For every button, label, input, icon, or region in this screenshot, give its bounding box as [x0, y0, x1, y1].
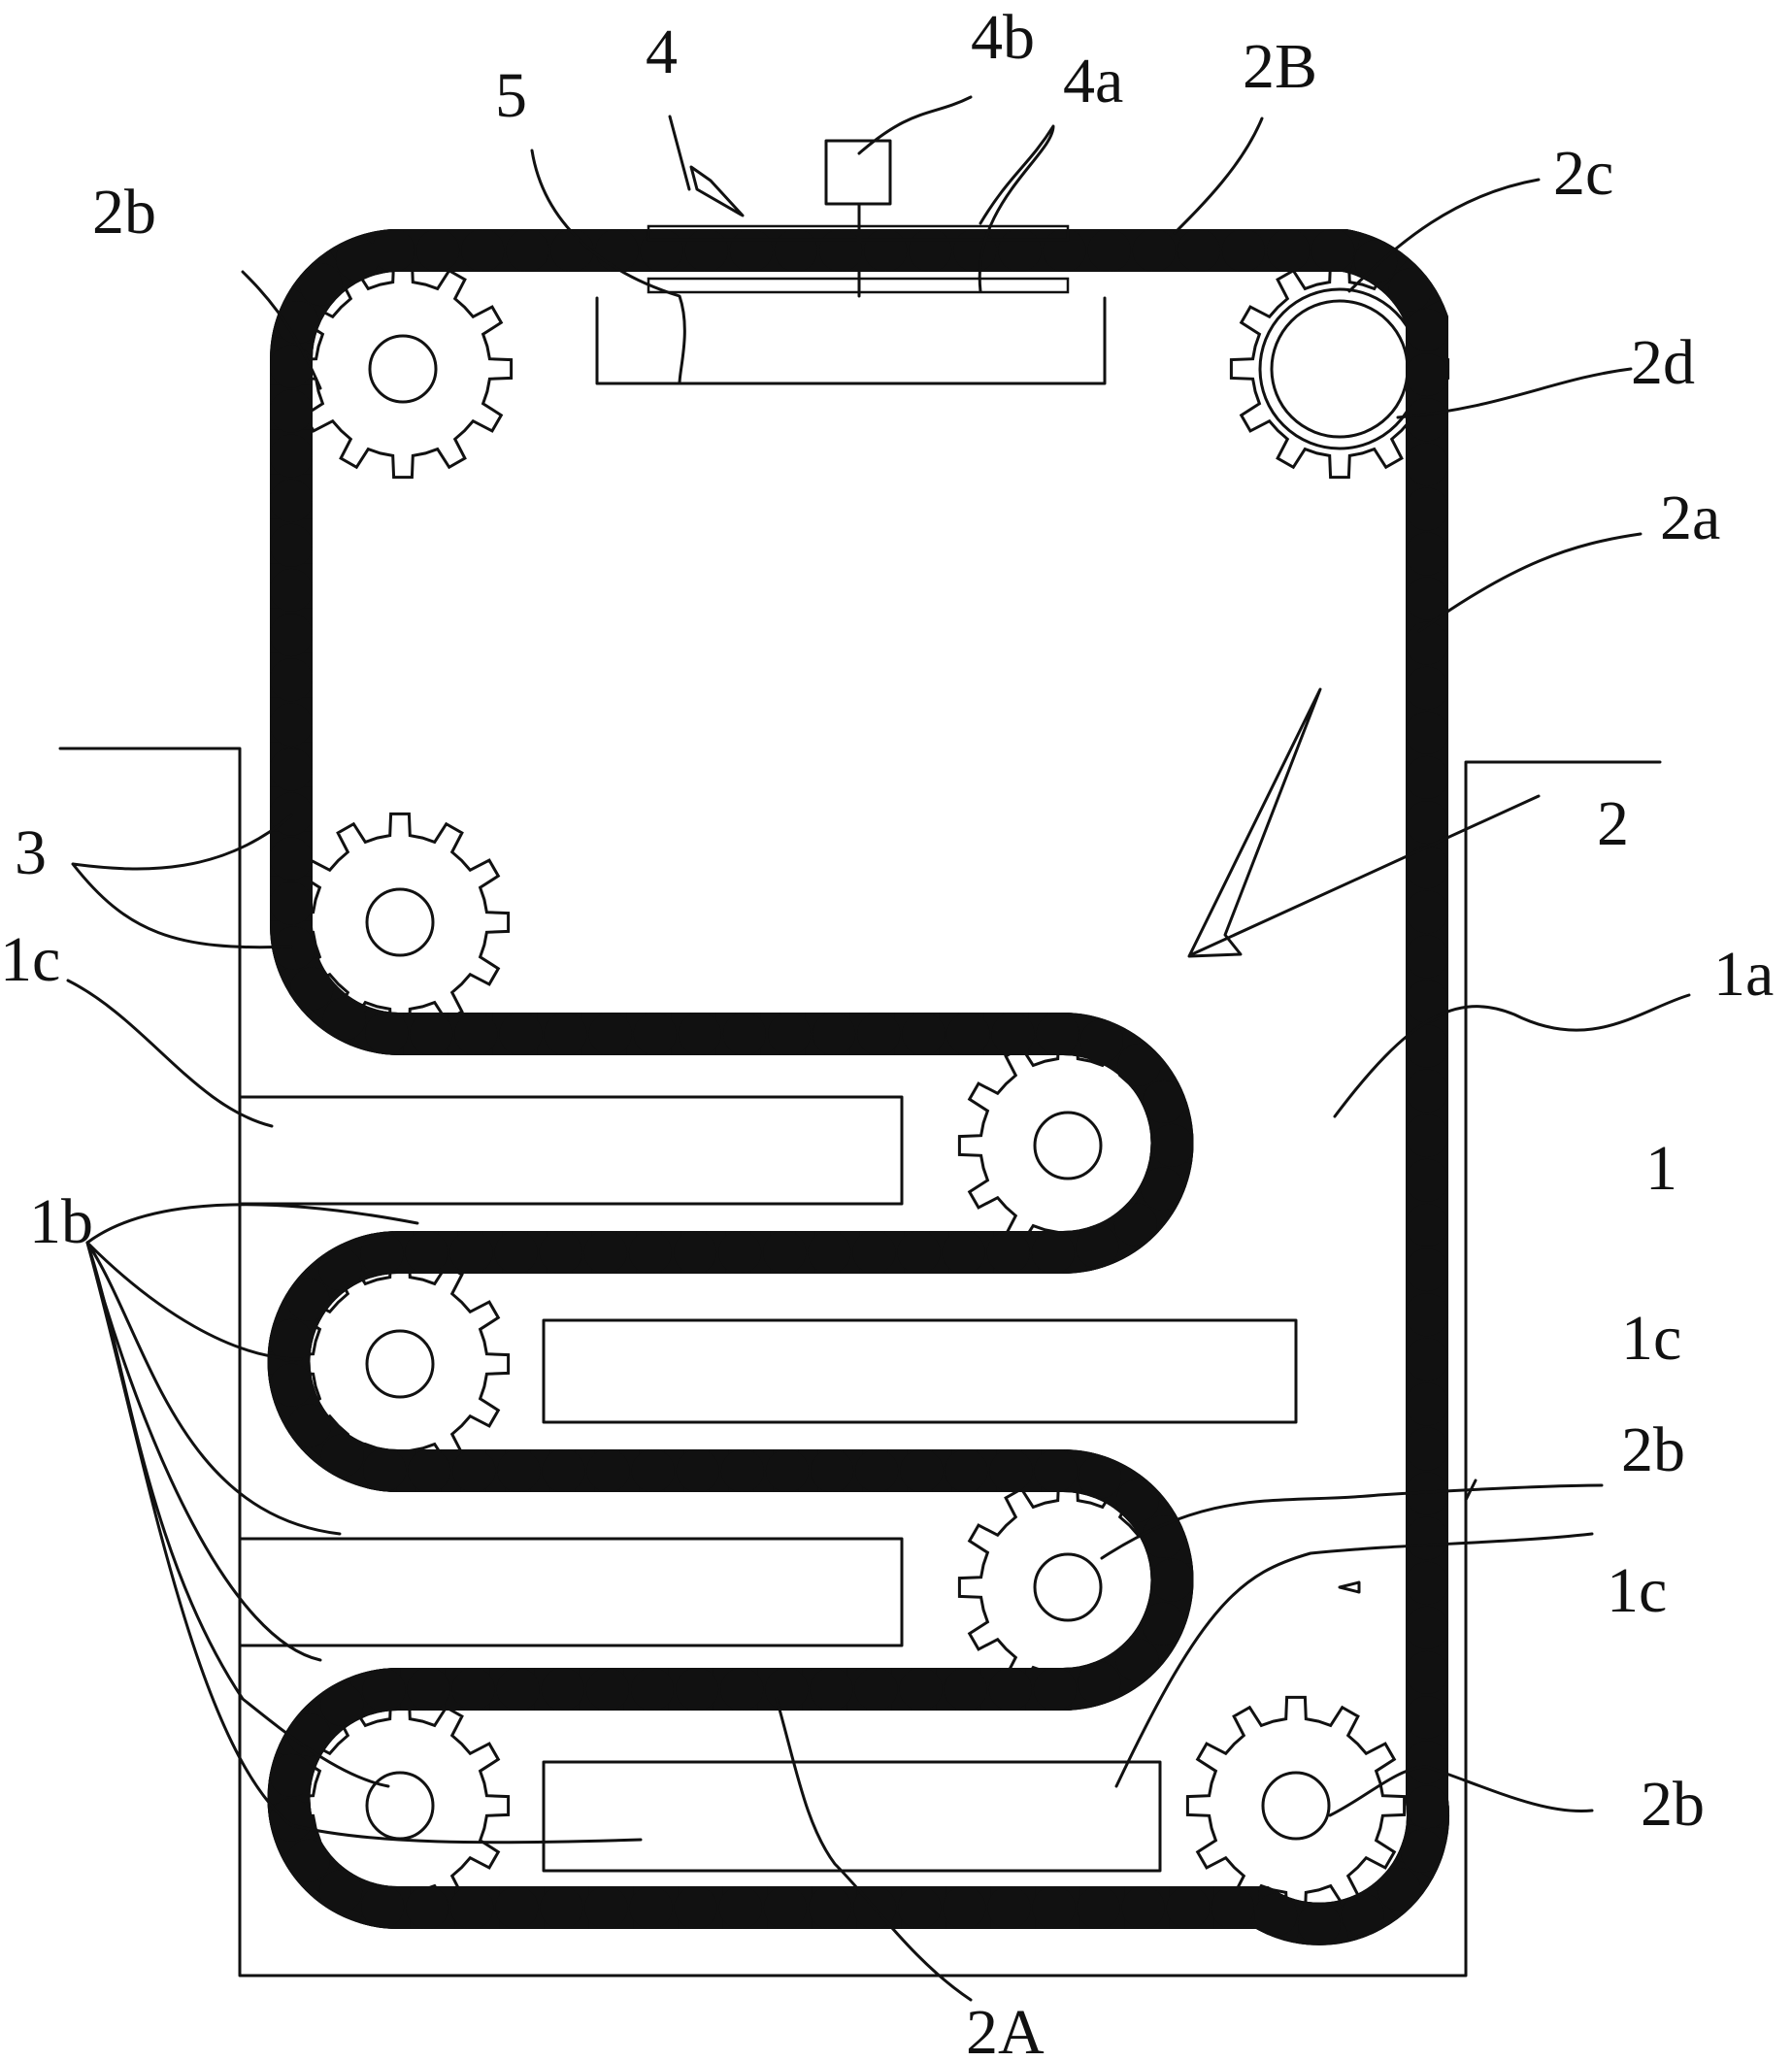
- guide-plate-4: [542, 1760, 1162, 1873]
- label-5: 5: [495, 60, 527, 131]
- sprocket-top-left-hub: [368, 334, 438, 404]
- sprocket-row4-left: [289, 1695, 511, 1916]
- guide-plate-3: [238, 1537, 904, 1647]
- conveyor-chain: [289, 229, 1428, 1924]
- label-2a: 2a: [1660, 482, 1720, 553]
- sprocket-upper-left-hub: [365, 887, 435, 957]
- label-2b-top: 2b: [92, 177, 156, 248]
- label-3: 3: [15, 817, 47, 888]
- label-1c-right-lower: 1c: [1607, 1555, 1667, 1626]
- label-1a: 1a: [1713, 939, 1774, 1010]
- guide-plate-1: [238, 1095, 904, 1206]
- sprocket-bottom-right-hub: [1261, 1771, 1331, 1841]
- label-2: 2: [1597, 788, 1629, 859]
- label-2d: 2d: [1631, 327, 1695, 398]
- leader-lines: [66, 95, 1691, 2002]
- sprockets: [289, 258, 1450, 1916]
- label-1: 1: [1645, 1133, 1677, 1204]
- sprocket-bottom-right: [1185, 1695, 1407, 1916]
- label-2A: 2A: [966, 1997, 1045, 2061]
- guide-plates: [238, 1095, 1298, 1873]
- label-1c-left: 1c: [0, 924, 60, 995]
- label-2B: 2B: [1243, 31, 1317, 102]
- top-unit: [647, 139, 1070, 298]
- label-2b-bottom: 2b: [1641, 1769, 1705, 1840]
- label-4: 4: [646, 17, 678, 87]
- motor-box: [824, 139, 892, 206]
- sprocket-row3-right-hub: [1033, 1552, 1103, 1622]
- housing-frame: [58, 747, 1662, 1978]
- label-2c: 2c: [1553, 138, 1613, 209]
- sprocket-top-left: [292, 258, 514, 480]
- label-4b: 4b: [971, 2, 1035, 73]
- sprocket-row2-left-hub: [365, 1329, 435, 1399]
- label-1b: 1b: [29, 1186, 93, 1257]
- guide-plate-2: [542, 1318, 1298, 1424]
- sprocket-row1-right-hub: [1033, 1111, 1103, 1180]
- sprocket-upper-left: [289, 812, 511, 1033]
- label-1c-right-upper: 1c: [1621, 1303, 1681, 1374]
- label-2b-mid: 2b: [1621, 1414, 1685, 1485]
- label-4a: 4a: [1063, 46, 1123, 116]
- sprocket-row2-left: [289, 1253, 511, 1475]
- tray: [595, 296, 1107, 385]
- sprocket-top-right-wheel: [1258, 287, 1421, 450]
- sprocket-top-right: [1229, 258, 1450, 480]
